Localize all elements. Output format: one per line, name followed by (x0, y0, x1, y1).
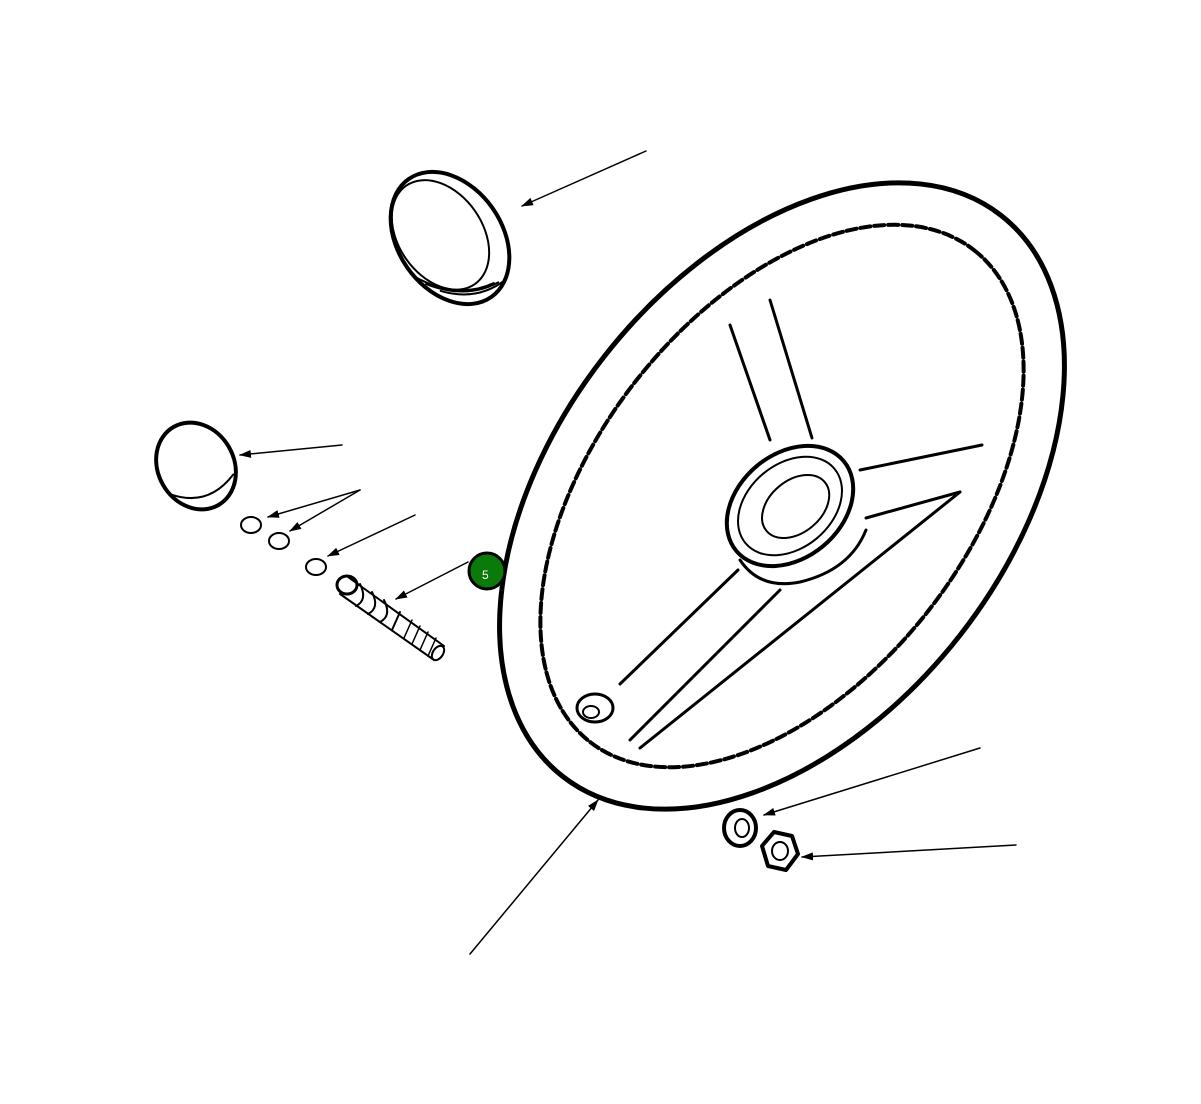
washer-part (305, 558, 327, 576)
dome-cap-part (154, 420, 238, 512)
snap-ring-part-2 (268, 532, 290, 550)
snap-ring-part-1 (240, 516, 262, 534)
callout-badge-5[interactable]: 5 (467, 551, 507, 591)
leader-arrows (239, 150, 1017, 955)
steering-wheel-part (497, 180, 1067, 812)
callout-label: 5 (482, 568, 489, 582)
nut-part (760, 830, 800, 872)
lock-washer-part (722, 808, 758, 848)
stud-bolt-part (335, 574, 446, 662)
horn-cap-part (388, 169, 512, 307)
